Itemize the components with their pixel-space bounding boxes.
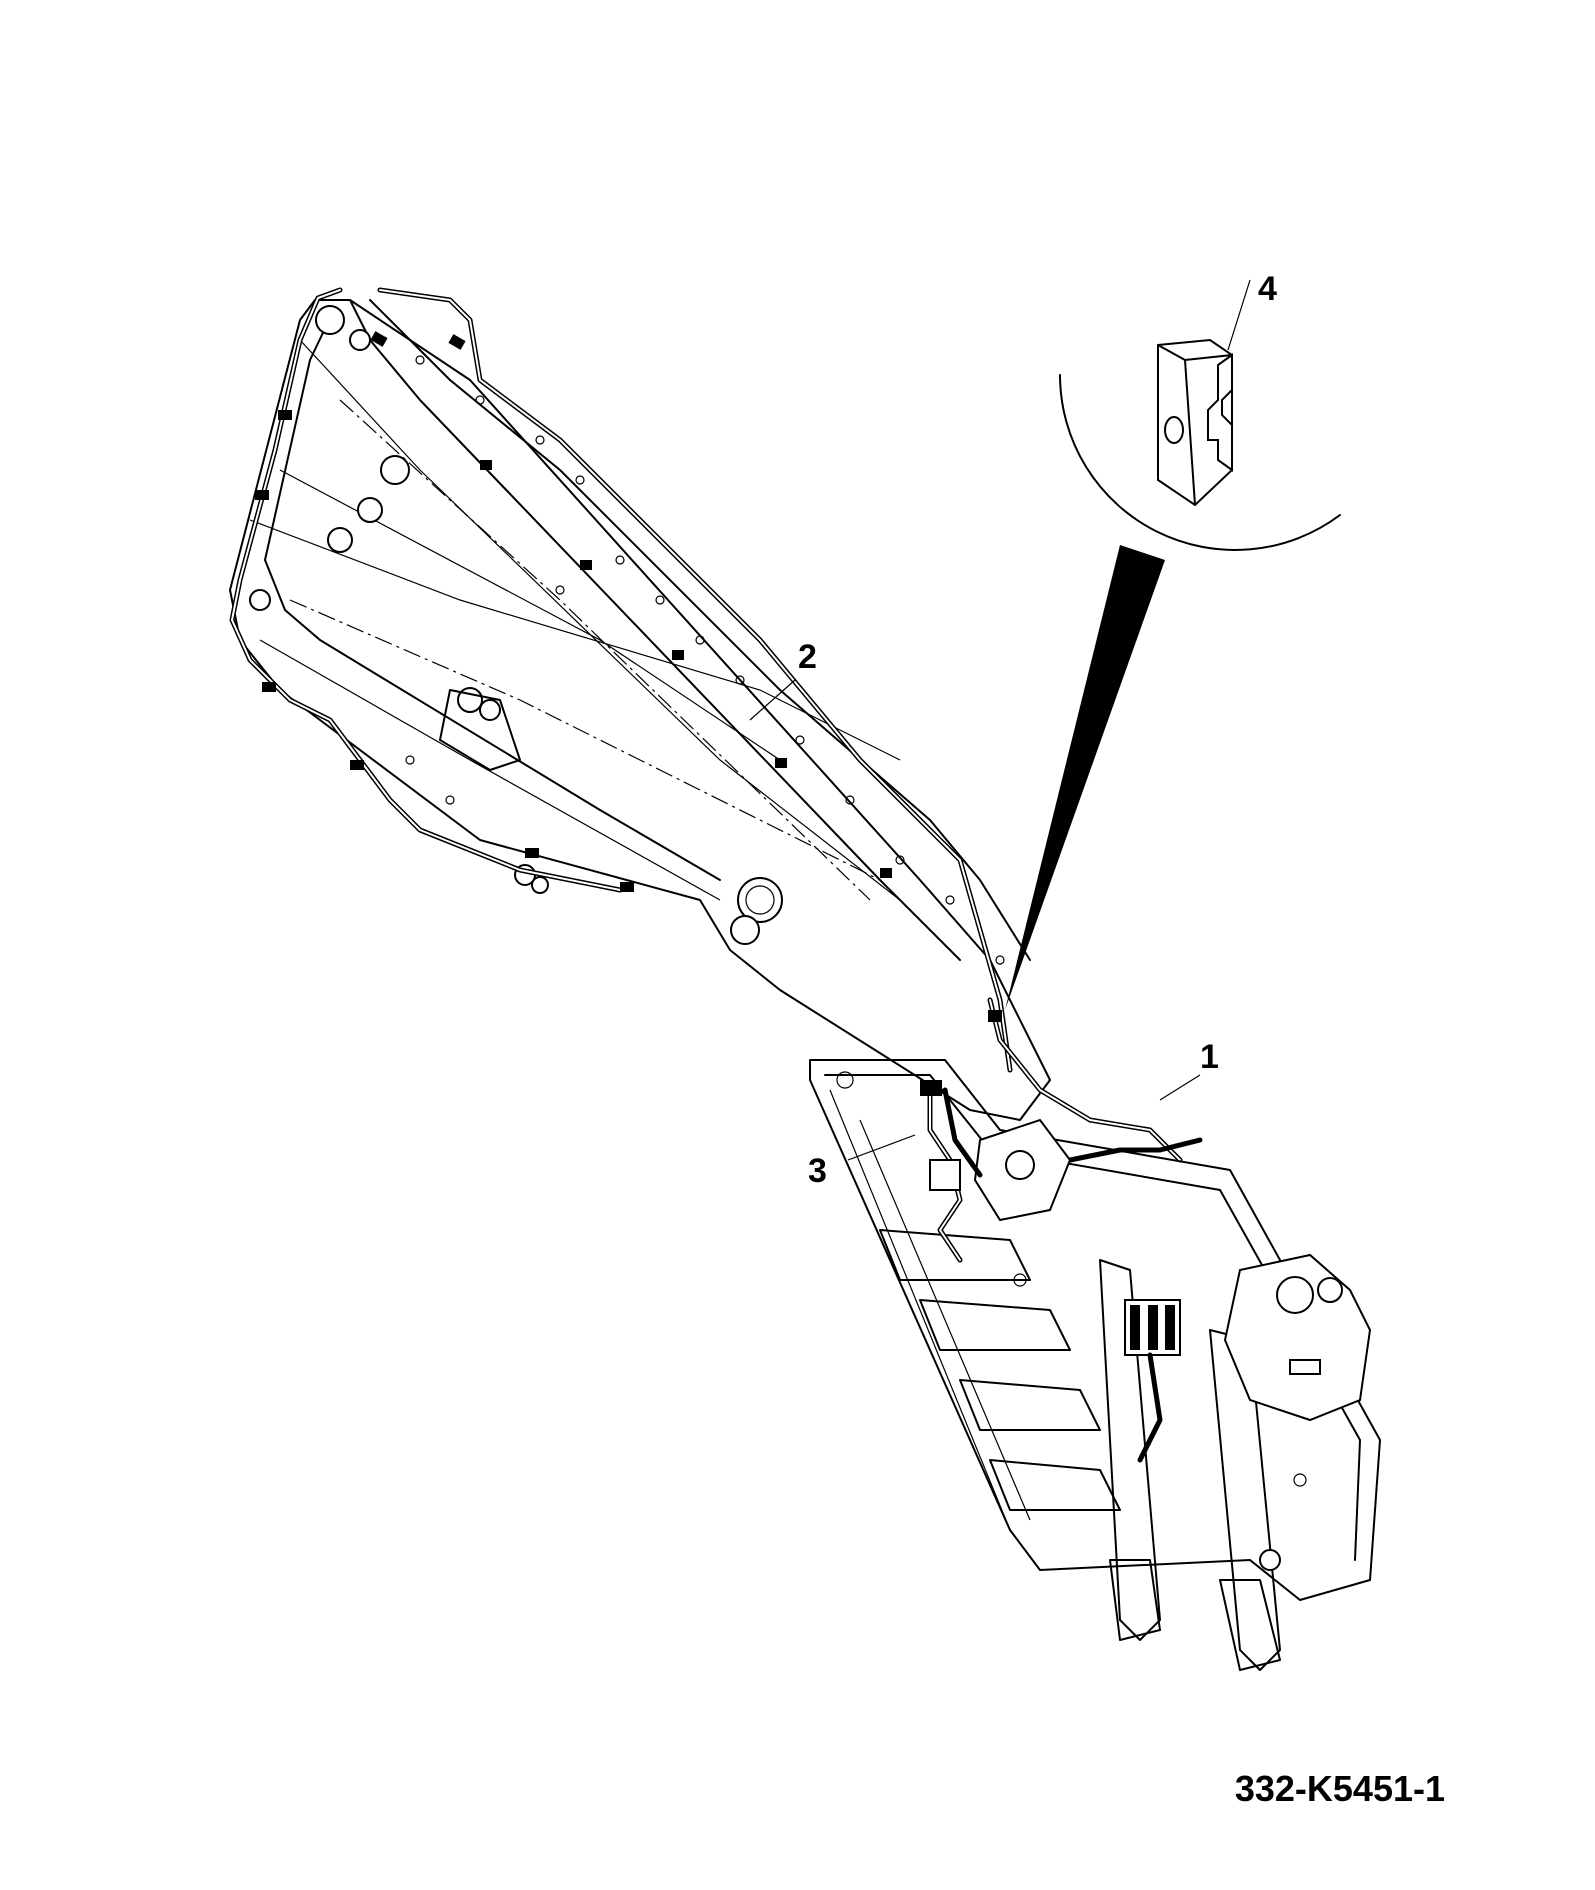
- figure-reference: 332-K5451-1: [1234, 1768, 1445, 1809]
- callout-leaders: [749, 279, 1251, 1161]
- hose-clamps: [255, 331, 1002, 1022]
- callout-2: 2: [798, 638, 817, 676]
- callout-4: 4: [1258, 270, 1277, 308]
- detail-bubble: [1005, 338, 1341, 1010]
- boom-arm: [229, 299, 1051, 1121]
- callout-3: 3: [808, 1152, 827, 1190]
- callout-1: 1: [1200, 1038, 1219, 1076]
- base-frame: [809, 1059, 1381, 1671]
- boom-holes: [405, 355, 1005, 965]
- bracket-block-part: [1157, 338, 1233, 507]
- boom-hose-assembly: [229, 287, 1203, 1163]
